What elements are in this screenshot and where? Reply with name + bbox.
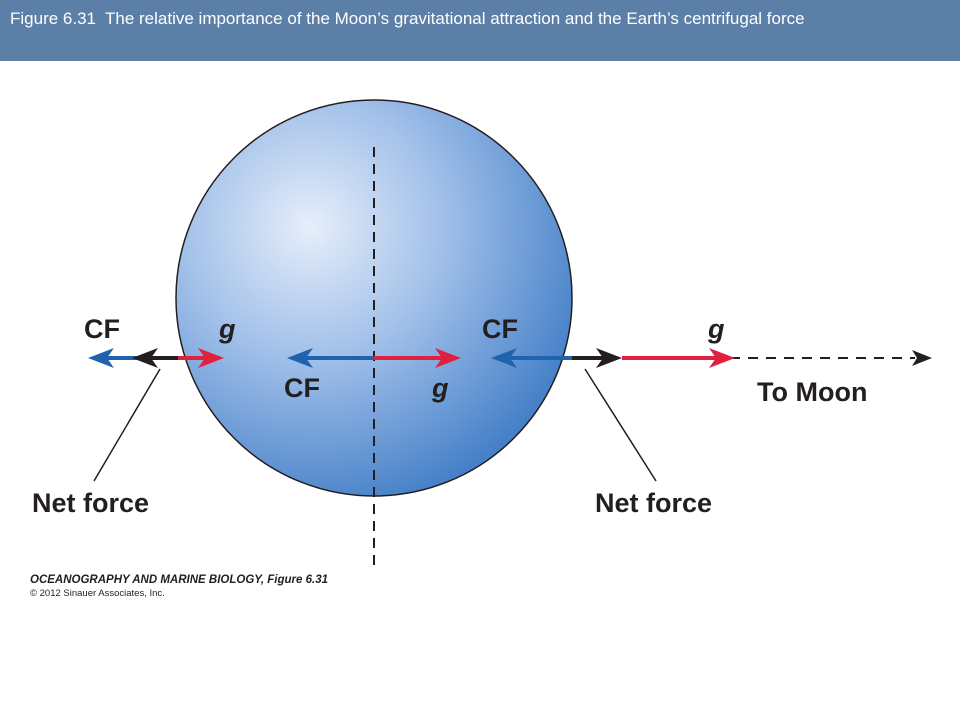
right-cf-arrowhead xyxy=(491,348,517,368)
left-net-force-leader xyxy=(93,368,161,482)
figure-number: Figure 6.31 xyxy=(10,9,96,28)
left-cf-arrowhead xyxy=(88,348,114,368)
right-net-force-arrowhead xyxy=(596,348,622,368)
left-net-force-arrowhead xyxy=(132,348,158,368)
copyright-line: © 2012 Sinauer Associates, Inc. xyxy=(30,588,165,599)
center-cf-arrowhead xyxy=(287,348,313,368)
right-net-force-leader xyxy=(584,368,657,482)
title-bar: Figure 6.31 The relative importance of th… xyxy=(0,0,960,61)
right-cf-label: CF xyxy=(482,314,518,344)
right-g-label: g xyxy=(707,314,725,344)
figure-credit: OCEANOGRAPHY AND MARINE BIOLOGY, Figure … xyxy=(30,573,328,600)
force-diagram: CF g CF g CF g To Moon Net force Net for… xyxy=(32,99,932,568)
left-g-arrowhead xyxy=(198,348,224,368)
left-net-force-label: Net force xyxy=(32,488,149,518)
center-cf-label: CF xyxy=(284,373,320,403)
to-moon-arrowhead xyxy=(912,350,932,366)
right-net-force-label: Net force xyxy=(595,488,712,518)
right-g-arrowhead xyxy=(709,348,735,368)
left-cf-label: CF xyxy=(84,314,120,344)
to-moon-label: To Moon xyxy=(757,377,867,407)
figure-caption: The relative importance of the Moon’s gr… xyxy=(105,9,805,28)
book-credit: OCEANOGRAPHY AND MARINE BIOLOGY, Figure … xyxy=(30,574,328,586)
center-g-label: g xyxy=(431,373,449,403)
left-g-label: g xyxy=(218,314,236,344)
center-g-arrowhead xyxy=(435,348,461,368)
